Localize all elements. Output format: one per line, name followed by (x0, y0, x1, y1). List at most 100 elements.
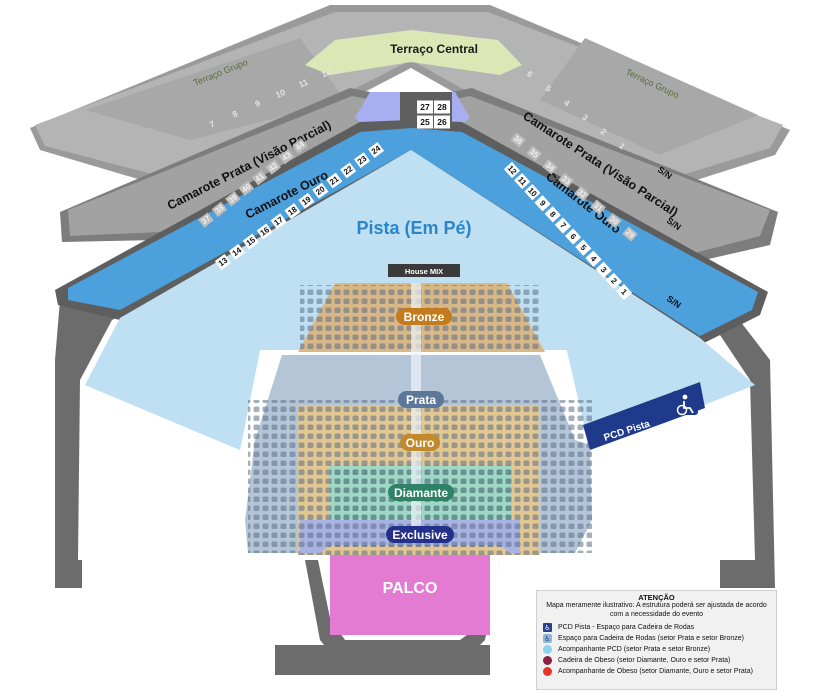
box-number: 38 (211, 201, 228, 218)
box-number: 15 (242, 233, 259, 250)
box-number-label: 5 (543, 83, 553, 94)
box-number: 2 (599, 126, 609, 137)
box-cell (434, 100, 450, 114)
legend-item: Cadeira de Obeso (setor Diamante, Ouro e… (543, 655, 770, 666)
label-diamante: Diamante (394, 486, 448, 500)
box-number: 7 (208, 118, 217, 129)
box-number: 7 (554, 217, 572, 234)
legend-item-label: PCD Pista - Espaço para Cadeira de Rodas (558, 624, 695, 631)
label-palco: PALCO (383, 580, 438, 597)
box-number-label: 5 (578, 243, 588, 253)
label-pista: Pista (Em Pé) (356, 218, 471, 238)
legend-item: Acompanhante de Obeso (setor Diamante, O… (543, 666, 770, 677)
label-pill-ouro (400, 434, 440, 451)
label-pill-bronze (396, 308, 452, 325)
box-number: 12 (503, 161, 521, 179)
box-number: 5 (575, 239, 592, 256)
box-number: 10 (524, 184, 541, 201)
box-number: 21 (326, 172, 343, 189)
box-number: 4 (562, 97, 572, 108)
box-number: 44 (292, 138, 308, 154)
box-number: 16 (256, 223, 273, 240)
box-number: 33 (558, 172, 574, 188)
label-ouro: Ouro (406, 436, 435, 450)
box-number: 31 (590, 199, 606, 215)
label-pill-exclusive (386, 526, 454, 543)
box-number-label: 9 (253, 98, 262, 109)
box-number-label: 4 (562, 97, 572, 108)
box-number: 32 (574, 186, 590, 202)
box-number: 12 (320, 66, 333, 79)
box-number: 3 (595, 261, 612, 278)
box-number-label: 1 (617, 141, 627, 152)
box-number: 29 (622, 226, 638, 242)
box-number-label: 2 (609, 276, 619, 286)
box-number-label: 6 (525, 69, 535, 80)
label-bronze: Bronze (404, 310, 445, 324)
box-number-label: 3 (599, 265, 609, 275)
legend-item-label: Cadeira de Obeso (setor Diamante, Ouro e… (558, 657, 731, 664)
box-number-label: 3 (580, 112, 590, 123)
box-number-label: 9 (538, 199, 548, 209)
box-number: 18 (284, 203, 301, 220)
box-number: 23 (354, 152, 371, 169)
box-number: 8 (231, 108, 240, 119)
legend-item: Acompanhante PCD (setor Prata e setor Br… (543, 644, 770, 655)
box-number: 22 (340, 162, 357, 179)
label-pill-diamante (388, 484, 454, 501)
box-number-label: 28 (437, 102, 447, 112)
box-number: 11 (297, 77, 310, 90)
label-terraco-central: Terraço Central (390, 42, 478, 56)
box-number-label: 27 (420, 102, 430, 112)
box-number-label: 7 (208, 118, 217, 129)
box-number: 41 (251, 170, 268, 186)
box-number: 1 (617, 141, 627, 152)
legend-item: ♿ Espaço para Cadeira de Rodas (setor Pr… (543, 633, 770, 644)
box-number-label: 12 (320, 66, 333, 79)
box-number: 42 (265, 159, 281, 175)
box-number: 9 (534, 195, 551, 212)
legend-item-label: Espaço para Cadeira de Rodas (setor Prat… (558, 635, 744, 642)
label-exclusive: Exclusive (392, 528, 448, 542)
box-number-label: 11 (297, 77, 310, 90)
box-number-label: 8 (231, 108, 240, 119)
terraco-box-numbers-left: 7 8 9 10 11 12 (208, 66, 333, 129)
box-number: 20 (312, 182, 329, 199)
house-mix-box (388, 264, 460, 277)
box-number: 35 (526, 145, 542, 162)
box-number-label: 8 (548, 210, 558, 220)
box-number: 30 (606, 212, 622, 229)
box-number-label: 1 (619, 287, 629, 297)
box-number-label: 2 (599, 126, 609, 137)
label-prata: Prata (406, 393, 436, 407)
box-number: 6 (564, 228, 582, 245)
legend-item: ♿ PCD Pista - Espaço para Cadeira de Rod… (543, 622, 770, 633)
box-number-label: 6 (568, 232, 578, 242)
box-number: 14 (228, 243, 245, 260)
box-number: 39 (225, 191, 241, 207)
box-number: 13 (214, 254, 232, 270)
box-number: 4 (585, 250, 602, 267)
box-cell (417, 115, 433, 129)
box-number: 8 (544, 206, 561, 223)
box-number: 19 (298, 192, 315, 209)
box-number-label: 7 (558, 221, 568, 231)
box-number: 1 (615, 283, 633, 301)
legend-title: ATENÇÃO (638, 593, 675, 602)
box-number: 17 (270, 213, 287, 230)
box-number: 2 (605, 272, 622, 290)
box-number: 36 (510, 132, 526, 148)
box-number: 34 (542, 159, 558, 175)
box-number-label: 4 (589, 254, 599, 264)
box-number: 11 (514, 172, 531, 190)
box-number: 37 (198, 212, 214, 228)
box-number: 9 (253, 98, 262, 109)
box-number: 3 (580, 112, 590, 123)
box-number-label: 10 (274, 87, 287, 100)
